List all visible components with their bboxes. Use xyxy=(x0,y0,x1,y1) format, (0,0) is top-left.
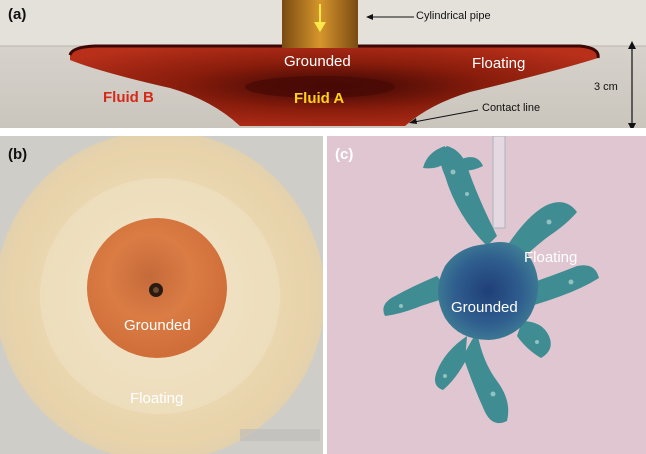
floating-label-b: Floating xyxy=(130,390,184,407)
injection-tube xyxy=(492,136,506,229)
fluid-a-core xyxy=(245,76,395,98)
panel-b: (b) Grounded Floating xyxy=(0,136,323,454)
panel-b-photo xyxy=(0,136,323,454)
panel-a-label: (a) xyxy=(8,6,27,23)
floating-label-c: Floating xyxy=(524,249,578,266)
panel-c: (c) Floating Grounded xyxy=(327,136,646,454)
grounded-label-a: Grounded xyxy=(284,53,351,70)
contact-line-annotation: Contact line xyxy=(482,102,541,114)
grounded-label-b: Grounded xyxy=(124,317,191,334)
grounded-label-c: Grounded xyxy=(451,299,518,316)
panel-c-label: (c) xyxy=(335,146,354,163)
grounded-region xyxy=(438,242,539,340)
fluid-b-label: Fluid B xyxy=(103,89,154,106)
panel-b-label: (b) xyxy=(8,146,28,163)
scale-label: 3 cm xyxy=(594,81,618,93)
fluid-a-label: Fluid A xyxy=(294,90,345,107)
pipe-annotation: Cylindrical pipe xyxy=(416,10,491,22)
floating-label-a: Floating xyxy=(472,55,526,72)
panel-a-photo xyxy=(0,0,646,132)
panel-c-photo xyxy=(327,136,646,454)
pipe-arrow-head xyxy=(314,22,326,32)
panel-a: (a) Cylindrical pipe Grounded Floating F… xyxy=(0,0,646,132)
